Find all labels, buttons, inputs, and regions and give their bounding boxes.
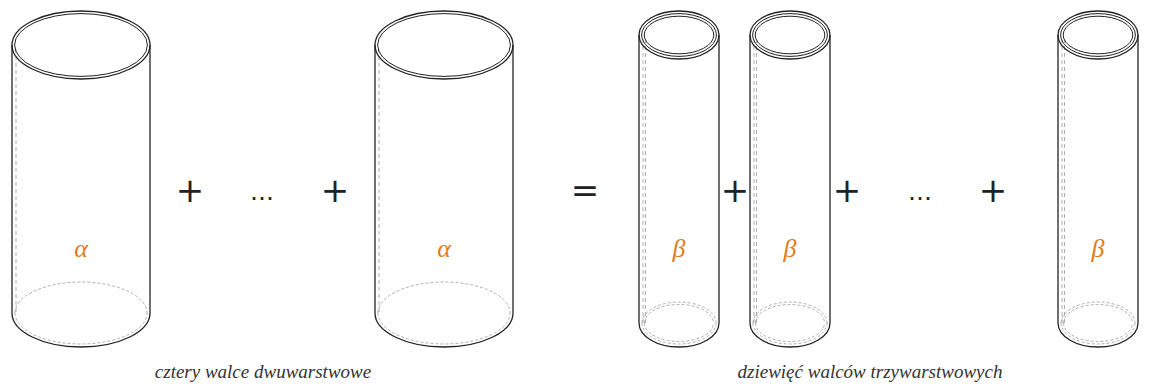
cylinder-node: β <box>637 8 721 350</box>
plus-sign: + <box>176 173 205 207</box>
rolled-cylinder <box>373 8 515 350</box>
ellipsis: … <box>908 180 932 204</box>
rolled-cylinder <box>1056 8 1140 350</box>
caption: cztery walce dwuwarstwowe <box>155 361 371 383</box>
plus-sign: + <box>833 173 862 207</box>
cylinder-node: β <box>748 8 832 350</box>
cylinder-label: α <box>437 236 451 262</box>
cylinder-label: β <box>784 236 797 262</box>
plus-sign: + <box>321 173 350 207</box>
cylinder-node: β <box>1056 8 1140 350</box>
cylinder-node: α <box>373 8 515 350</box>
cylinder-label: β <box>673 236 686 262</box>
cylinder-label: β <box>1092 236 1105 262</box>
plus-sign: + <box>979 173 1008 207</box>
rolled-cylinder <box>10 8 152 350</box>
rolled-cylinder <box>637 8 721 350</box>
caption: dziewięć walców trzywarstwowych <box>738 361 1003 383</box>
ellipsis: … <box>250 180 274 204</box>
cylinder-label: α <box>74 236 88 262</box>
plus-sign: + <box>721 173 750 207</box>
equals-sign: = <box>571 173 600 207</box>
cylinder-node: α <box>10 8 152 350</box>
rolled-cylinder <box>748 8 832 350</box>
